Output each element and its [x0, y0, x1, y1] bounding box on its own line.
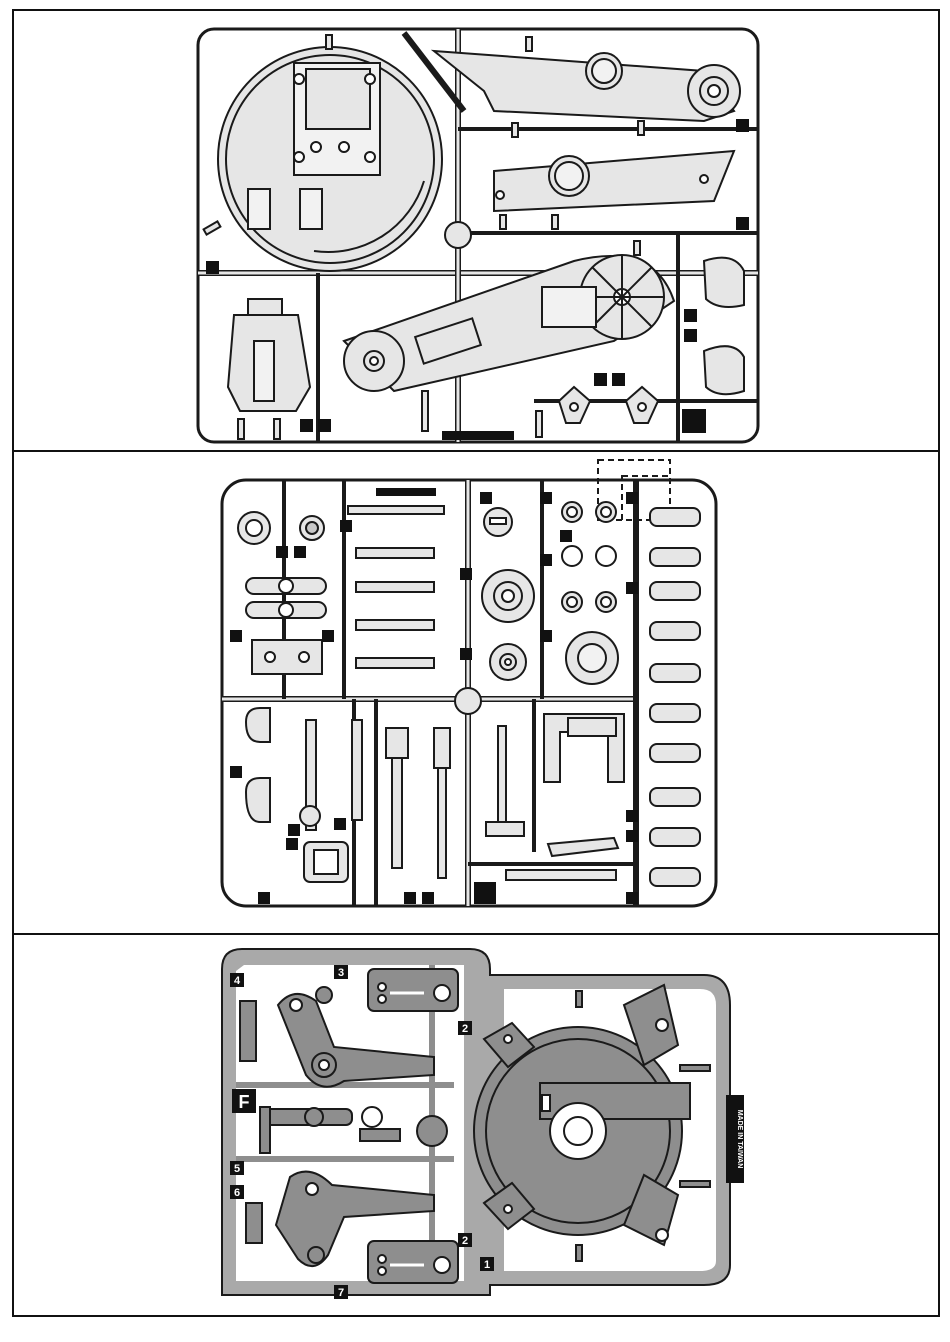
shaft-1	[356, 548, 434, 558]
shaft-4	[356, 658, 434, 668]
part-number-4: 4	[234, 975, 241, 987]
made-in-taiwan-stamp: MADE IN TAIWAN	[736, 1110, 743, 1169]
instruction-sheet: 4 3 2 F 5 6 2 7 1 MADE IN TAIWAN	[12, 9, 940, 1317]
part-number-5: 5	[234, 1163, 240, 1175]
sprue-letter: F	[239, 1092, 250, 1112]
cylinder-column	[650, 508, 700, 886]
sprue-top-drawing	[14, 11, 938, 452]
sprue-panel-top	[14, 11, 938, 452]
sprue-hub	[417, 1116, 447, 1146]
part-number-2b: 2	[462, 1235, 468, 1247]
connector-part-1	[704, 258, 744, 307]
sprue-panel-middle	[14, 452, 938, 935]
part-number-3: 3	[338, 967, 344, 979]
part-number-6: 6	[234, 1187, 240, 1199]
sprue-hub	[455, 688, 481, 714]
hook-part-2	[246, 778, 270, 822]
hook-part-1	[246, 708, 270, 742]
part-number-1: 1	[484, 1259, 490, 1271]
sprue-panel-bottom: 4 3 2 F 5 6 2 7 1 MADE IN TAIWAN	[14, 935, 938, 1317]
part-number-7: 7	[338, 1287, 344, 1299]
middle-arm-part	[494, 151, 734, 211]
sprue-f-drawing: 4 3 2 F 5 6 2 7 1 MADE IN TAIWAN	[14, 935, 938, 1317]
sprue-middle-drawing	[14, 452, 938, 935]
shaft-2	[356, 582, 434, 592]
shaft-3	[356, 620, 434, 630]
connector-part-2	[704, 346, 744, 394]
sprue-hub	[445, 222, 471, 248]
part-number-2a: 2	[462, 1023, 468, 1035]
